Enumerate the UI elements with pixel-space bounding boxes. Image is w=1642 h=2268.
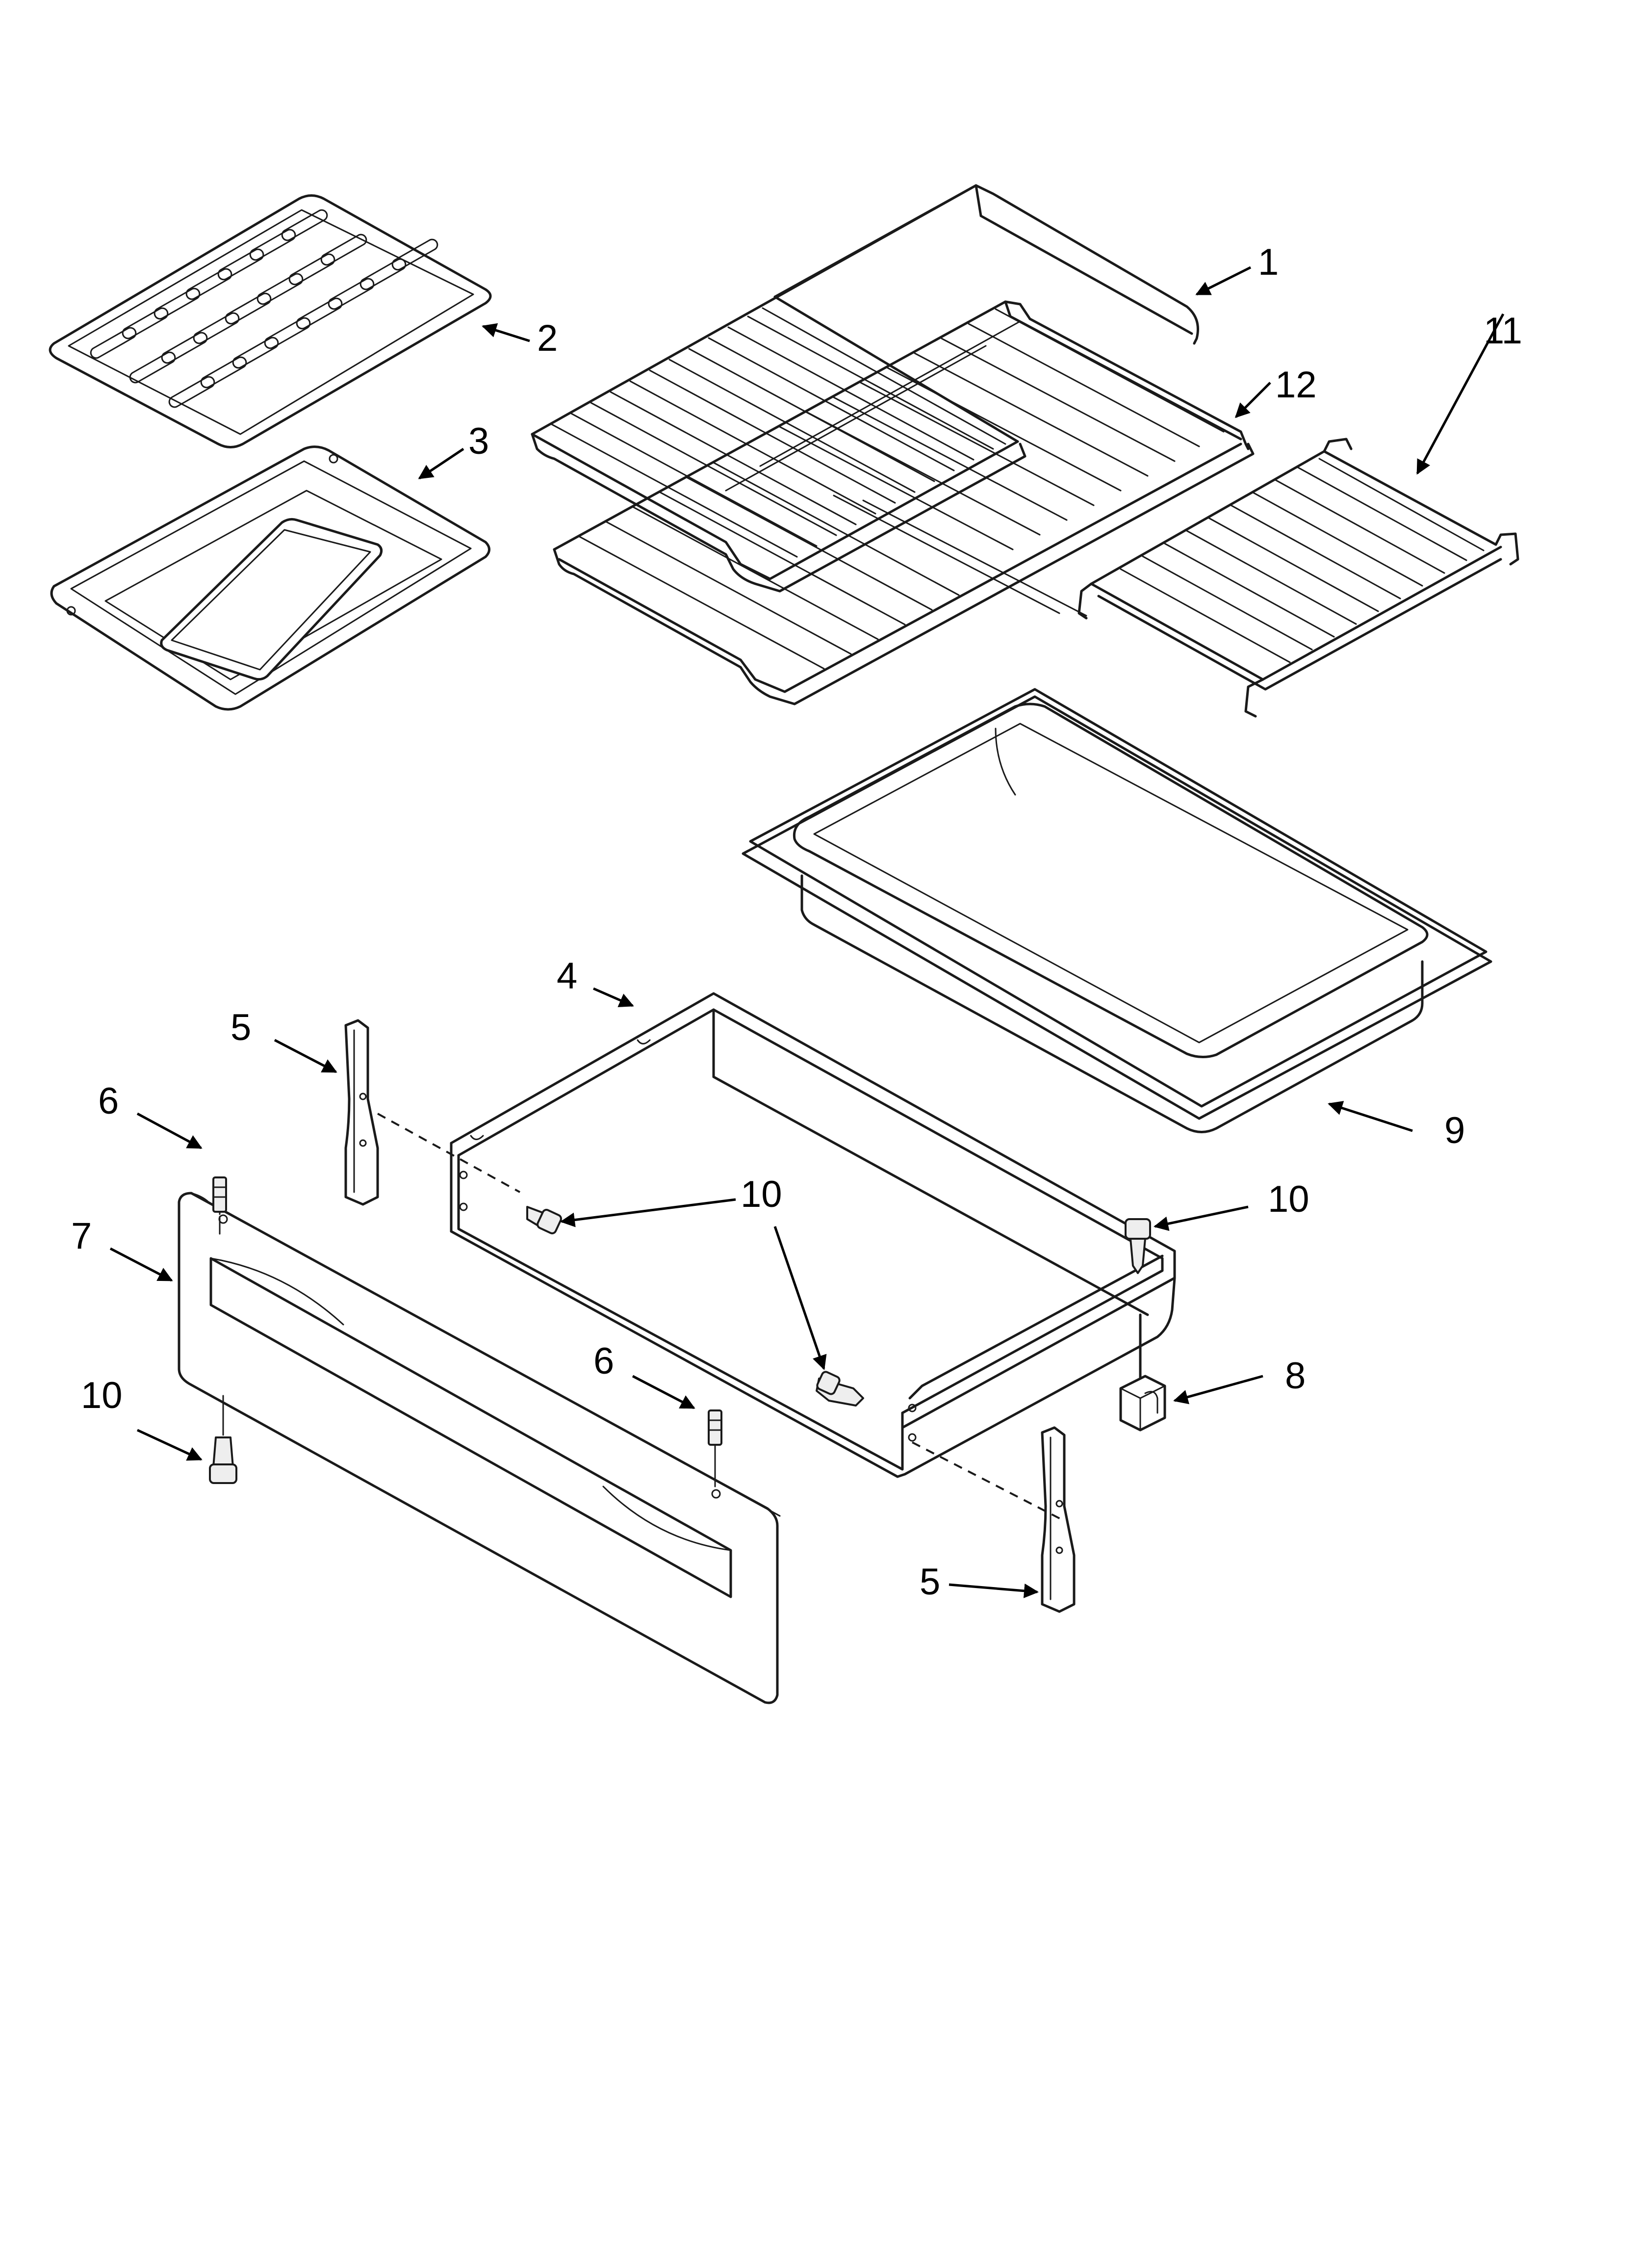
leader-lines (109, 266, 1505, 1598)
callout-10b: 10 (741, 1173, 782, 1215)
slide-alignment-line-left (377, 1113, 520, 1193)
callout-9: 9 (1444, 1110, 1465, 1151)
drawer-clip (1119, 1368, 1166, 1432)
screw-front-panel (209, 1395, 237, 1484)
callout-11: 11 (1484, 310, 1522, 352)
stud-left (212, 1176, 227, 1215)
screw-drawer-left (526, 1206, 562, 1234)
drawer-body (450, 992, 1176, 1478)
callout-2: 2 (537, 317, 558, 359)
half-rack (1078, 438, 1519, 718)
callout-12: 12 (1275, 364, 1317, 406)
callout-8: 8 (1285, 1355, 1306, 1397)
callout-5b: 5 (920, 1561, 940, 1603)
callout-10c: 10 (81, 1375, 123, 1416)
callout-3: 3 (468, 420, 489, 462)
screw-drawer-right (1125, 1218, 1151, 1274)
drawer-front-panel (178, 1192, 781, 1704)
callouts: 1 2 3 4 5 5 6 6 7 8 9 10 10 10 11 12 (71, 241, 1522, 1603)
callout-10a: 10 (1268, 1178, 1309, 1220)
stud-right (708, 1409, 722, 1487)
callout-1: 1 (1258, 241, 1279, 283)
broiler-grid-slots (90, 209, 438, 408)
drawer-liner (742, 688, 1492, 1133)
screw-drawer-center (816, 1371, 864, 1407)
callout-7: 7 (71, 1215, 92, 1257)
broiler-pan (50, 445, 490, 711)
drawer-slide-left (344, 1019, 379, 1206)
oven-rack-lower (553, 300, 1255, 705)
callout-4: 4 (557, 955, 577, 997)
oven-rack-lower-wires (578, 308, 1225, 670)
callout-6a: 6 (98, 1080, 119, 1122)
callout-5a: 5 (231, 1007, 251, 1048)
broiler-grid (49, 194, 492, 448)
drawer-slide-right (1041, 1426, 1076, 1613)
oven-rack-upper-wires (551, 307, 1021, 558)
half-rack-wires (1120, 458, 1485, 663)
callout-6b: 6 (593, 1340, 614, 1382)
slide-alignment-line-right (912, 1441, 1065, 1522)
oven-rack-upper (531, 184, 1199, 593)
